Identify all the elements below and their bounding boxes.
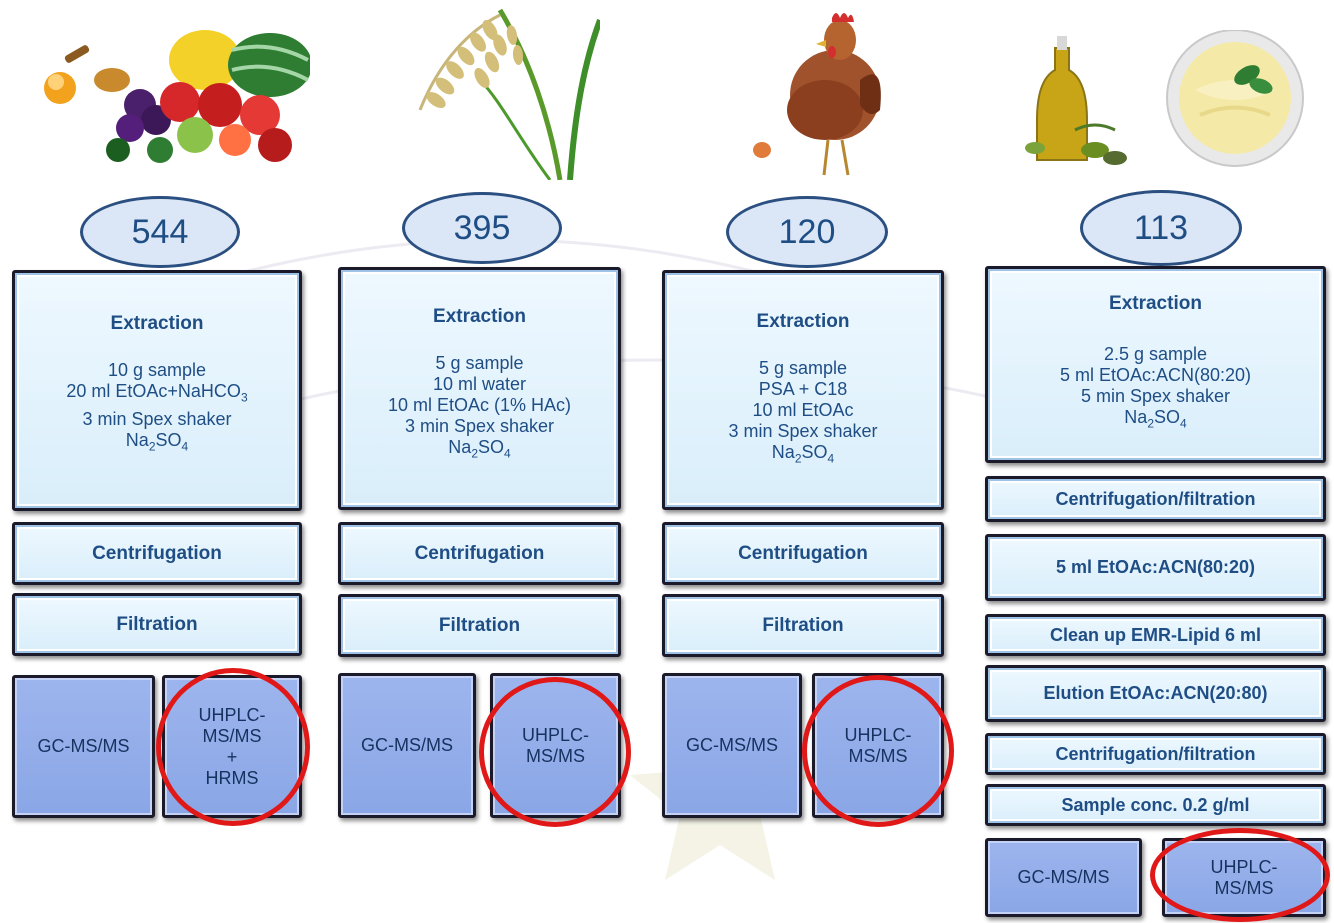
- extraction-line: 10 ml water: [432, 374, 527, 394]
- extraction-title: Extraction: [756, 311, 850, 332]
- extraction-box: Extraction 5 g sample 10 ml water 10 ml …: [338, 267, 621, 510]
- extraction-line: Na2SO4: [771, 442, 835, 466]
- extraction-line: 5 ml EtOAc:ACN(80:20): [1059, 365, 1252, 385]
- highlight-circle: [1150, 828, 1330, 922]
- sample-count: 544: [131, 212, 189, 251]
- step-box: Centrifugation/filtration: [985, 476, 1326, 522]
- extraction-line: Na2SO4: [1124, 407, 1187, 431]
- sample-count: 113: [1133, 208, 1189, 247]
- sample-count-oval: 120: [726, 196, 888, 268]
- sample-count: 395: [453, 208, 511, 247]
- extraction-line: 10 ml EtOAc (1% HAc): [387, 395, 572, 415]
- extraction-box: Extraction 2.5 g sample 5 ml EtOAc:ACN(8…: [985, 266, 1326, 463]
- step-box: Filtration: [12, 593, 302, 656]
- hen-egg-image: [753, 13, 881, 176]
- highlight-circle: [156, 668, 310, 826]
- extraction-box: Extraction 10 g sample 20 ml EtOAc+NaHCO…: [12, 270, 302, 511]
- extraction-line: 3 min Spex shaker: [404, 416, 555, 436]
- step-box: Centrifugation/filtration: [985, 733, 1326, 775]
- extraction-line: 20 ml EtOAc+NaHCO3: [66, 381, 248, 405]
- fruits-honey-image: [44, 30, 310, 163]
- extraction-box: Extraction 5 g sample PSA + C18 10 ml Et…: [662, 270, 944, 510]
- instrument-box: GC-MS/MS: [338, 673, 476, 818]
- extraction-line: 2.5 g sample: [1103, 344, 1208, 364]
- step-box: Clean up EMR-Lipid 6 ml: [985, 614, 1326, 656]
- step-box: Centrifugation: [12, 522, 302, 585]
- extraction-line: 3 min Spex shaker: [728, 421, 878, 441]
- extraction-line: 10 g sample: [107, 360, 207, 380]
- rice-plant-image: [418, 8, 600, 180]
- step-box: Filtration: [338, 594, 621, 657]
- sample-count-oval: 395: [402, 192, 562, 264]
- step-box: Centrifugation: [662, 522, 944, 585]
- step-box: Elution EtOAc:ACN(20:80): [985, 665, 1326, 722]
- olive-oil-butter-image: [1025, 30, 1304, 167]
- highlight-circle: [802, 675, 954, 827]
- sample-count-oval: 113: [1080, 190, 1242, 266]
- extraction-line: 5 g sample: [758, 358, 848, 378]
- highlight-circle: [479, 677, 631, 827]
- extraction-line: 5 g sample: [435, 353, 524, 373]
- extraction-line: 5 min Spex shaker: [1080, 386, 1231, 406]
- extraction-line: 3 min Spex shaker: [82, 408, 232, 429]
- step-box: Filtration: [662, 594, 944, 657]
- instrument-box: GC-MS/MS: [985, 838, 1142, 917]
- instrument-box: GC-MS/MS: [12, 675, 155, 818]
- extraction-title: Extraction: [433, 306, 526, 327]
- extraction-title: Extraction: [1109, 293, 1202, 314]
- step-box: Sample conc. 0.2 g/ml: [985, 784, 1326, 826]
- sample-count-oval: 544: [80, 196, 240, 268]
- extraction-line: PSA + C18: [758, 379, 848, 399]
- extraction-line: Na2SO4: [448, 437, 511, 461]
- extraction-title: Extraction: [110, 313, 204, 334]
- step-box: Centrifugation: [338, 522, 621, 585]
- extraction-line: Na2SO4: [125, 429, 189, 454]
- sample-count: 120: [778, 212, 836, 251]
- extraction-line: 10 ml EtOAc: [752, 400, 854, 420]
- step-box: 5 ml EtOAc:ACN(80:20): [985, 534, 1326, 601]
- instrument-box: GC-MS/MS: [662, 673, 802, 818]
